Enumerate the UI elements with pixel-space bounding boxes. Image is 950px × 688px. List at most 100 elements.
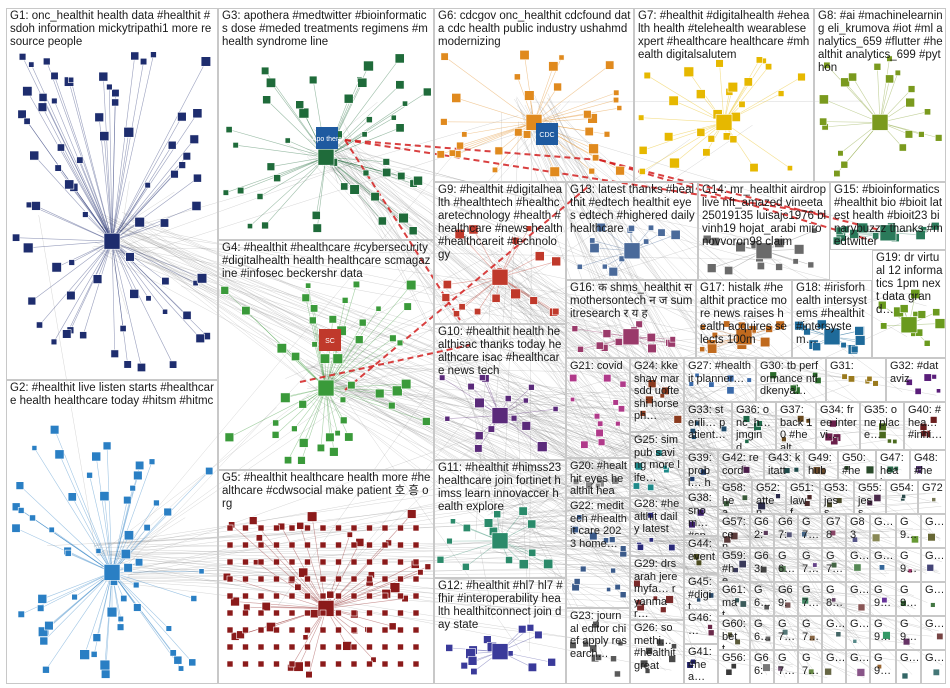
group-label: G10: #healthit health healthisac thanks … xyxy=(438,326,563,378)
group-label: G47: heal… xyxy=(880,452,907,480)
group-label: G… xyxy=(925,618,943,631)
group-panel-g1: G1: onc_healthit health data #healthit #… xyxy=(6,8,218,380)
group-panel-g91: G9… xyxy=(870,616,896,650)
group-panel-g5: G5: #healthit healthcare health more #he… xyxy=(218,470,434,684)
group-panel-g35: G35: one place… xyxy=(860,402,904,450)
group-panel-g71: G7… xyxy=(774,650,798,684)
group-label: G46: … xyxy=(688,612,715,637)
group-label: G… xyxy=(925,516,943,529)
group-panel-g12: G12: #healthit #hl7 hl7 #fhir #interoper… xyxy=(434,578,566,684)
group-label: G41: #hea… xyxy=(688,646,715,684)
group-label: G6: cdcgov onc_healthit cdcfound data cd… xyxy=(438,10,631,49)
group-label: G1: onc_healthit health data #healthit #… xyxy=(10,10,215,49)
group-label: G23: journal editor chief apply research… xyxy=(570,610,627,660)
group-panel-g32: G32: #dataviz xyxy=(886,358,946,402)
group-label: G19: dr virtual 12 informatics 1pm next … xyxy=(876,252,943,317)
group-label: G52: atten… xyxy=(756,482,783,514)
group-panel-g90: G9… xyxy=(870,582,896,616)
group-panel-g88: G… xyxy=(870,514,896,548)
group-label: G12: #healthit #hl7 hl7 #fhir #interoper… xyxy=(438,580,563,632)
group-label: G9: #healthit #digitalhealth #healthtech… xyxy=(438,184,563,262)
group-label: G25: simpub saving more life… xyxy=(634,434,681,484)
group-label: G27: #healthit planner… xyxy=(688,360,753,385)
group-label: G20: #healthit eyes healthit heal… xyxy=(570,460,627,498)
group-panel-g69: G69: xyxy=(774,582,798,616)
group-label: G6… xyxy=(778,550,795,575)
group-panel-g20: G20: #healthit eyes healthit heal… xyxy=(566,458,630,498)
group-label: G2: #healthit live listen starts #health… xyxy=(10,382,215,408)
group-panel-g68: G6… xyxy=(774,548,798,582)
group-label: G… xyxy=(826,652,843,665)
group-panel-g56: G56: xyxy=(718,650,750,684)
group-panel-g84: G… xyxy=(846,548,870,582)
group-label: G55: jess… xyxy=(858,482,883,514)
group-label: G43: kitatta… xyxy=(768,452,801,480)
group-panel-g47: G47: heal… xyxy=(876,450,910,480)
group-panel-g62: G62: xyxy=(750,514,774,548)
group-label: G6… xyxy=(754,584,771,609)
group-label: G7… xyxy=(802,652,819,677)
group-panel-g101: G… xyxy=(921,616,946,650)
group-label: G60: bett… xyxy=(722,618,747,650)
group-panel-g27: G27: #healthit planner… xyxy=(684,358,756,402)
group-label: G9… xyxy=(874,652,893,677)
group-label: G57: cen… xyxy=(722,516,747,548)
group-panel-g76: G7… xyxy=(798,616,822,650)
group-panel-g65: G6… xyxy=(750,616,774,650)
group-panel-g72: G72 xyxy=(918,480,946,514)
group-label: G9… xyxy=(874,618,893,643)
group-label: G63: xyxy=(754,550,771,575)
group-label: G5: #healthit healthcare health more #he… xyxy=(222,472,431,511)
group-panel-g4: G4: #healthit #healthcare #cybersecurity… xyxy=(218,240,434,470)
group-label: G34: free intervi… xyxy=(820,404,857,442)
group-label: G58: hea… xyxy=(722,482,749,514)
group-panel-g49: G49: hub xyxy=(804,450,838,480)
group-label: G4: #healthit #healthcare #cybersecurity… xyxy=(222,242,431,281)
group-panel-g28: G28: #healthit daily latest xyxy=(630,496,684,556)
group-label: G7… xyxy=(802,550,819,575)
group-panel-g8: G8: #ai #machinelearning eli_krumova #io… xyxy=(814,8,946,182)
group-panel-g36: G36: onc_h… jmgind… xyxy=(732,402,776,450)
group-label: G… xyxy=(826,618,843,631)
group-panel-g73: G7… xyxy=(798,514,822,548)
group-panel-g2: G2: #healthit live listen starts #health… xyxy=(6,380,218,684)
group-panel-g78: G78 xyxy=(822,514,846,548)
group-panel-g53: G53: jess… xyxy=(820,480,854,514)
group-label: G54: xyxy=(890,482,915,495)
group-label: G7: #healthit #digitalhealth #ehealth he… xyxy=(638,10,811,62)
group-panel-g30: G30: tb performance ntldkenya… xyxy=(756,358,826,402)
group-panel-g44: G44: event xyxy=(684,536,718,574)
group-panel-g52: G52: atten… xyxy=(752,480,786,514)
group-panel-g37: G37: back 10 #healt… xyxy=(776,402,816,450)
group-label: G40: #hea… #inhi… xyxy=(908,404,943,442)
group-panel-g7: G7: #healthit #digitalhealth #ehealth he… xyxy=(634,8,814,182)
group-panel-g48: G48: #hea… xyxy=(910,450,946,480)
group-panel-g87: G… xyxy=(846,650,870,684)
group-label: G24: kkeshav marsdd uofteshi horseph… xyxy=(634,360,681,423)
group-panel-g85: G… xyxy=(846,582,870,616)
group-label: G9… xyxy=(874,584,893,609)
group-label: G53: jess… xyxy=(824,482,851,514)
group-panel-g97: G… xyxy=(896,650,921,684)
group-label: G78 xyxy=(826,516,843,541)
group-panel-g86: G… xyxy=(846,616,870,650)
group-panel-g45: G45: #digit… xyxy=(684,574,718,610)
group-panel-g55: G55: jess… xyxy=(854,480,886,514)
group-panel-g77: G7… xyxy=(798,650,822,684)
group-panel-g19: G19: dr virtual 12 informatics 1pm next … xyxy=(872,250,946,358)
group-label: G56: xyxy=(722,652,747,665)
group-panel-g70: G7… xyxy=(774,616,798,650)
group-panel-g21: G21: covid xyxy=(566,358,630,458)
group-panel-g9: G9: #healthit #digitalhealth #healthtech… xyxy=(434,182,566,324)
group-panel-g74: G7… xyxy=(798,548,822,582)
group-label: G26: somethi… #healthit great xyxy=(634,622,681,672)
group-panel-g25: G25: simpub saving more life… xyxy=(630,432,684,496)
group-panel-g39: G39: probl… healt… xyxy=(684,450,718,490)
group-label: G8… xyxy=(826,584,843,609)
group-panel-g22: G22: meditech #healthit care 2023 home… xyxy=(566,498,630,608)
group-panel-g23: G23: journal editor chief apply research… xyxy=(566,608,630,684)
group-panel-g61: G61: mat… xyxy=(718,582,750,616)
group-label: G50: #hea… xyxy=(842,452,873,480)
group-label: G45: #digit… xyxy=(688,576,715,610)
